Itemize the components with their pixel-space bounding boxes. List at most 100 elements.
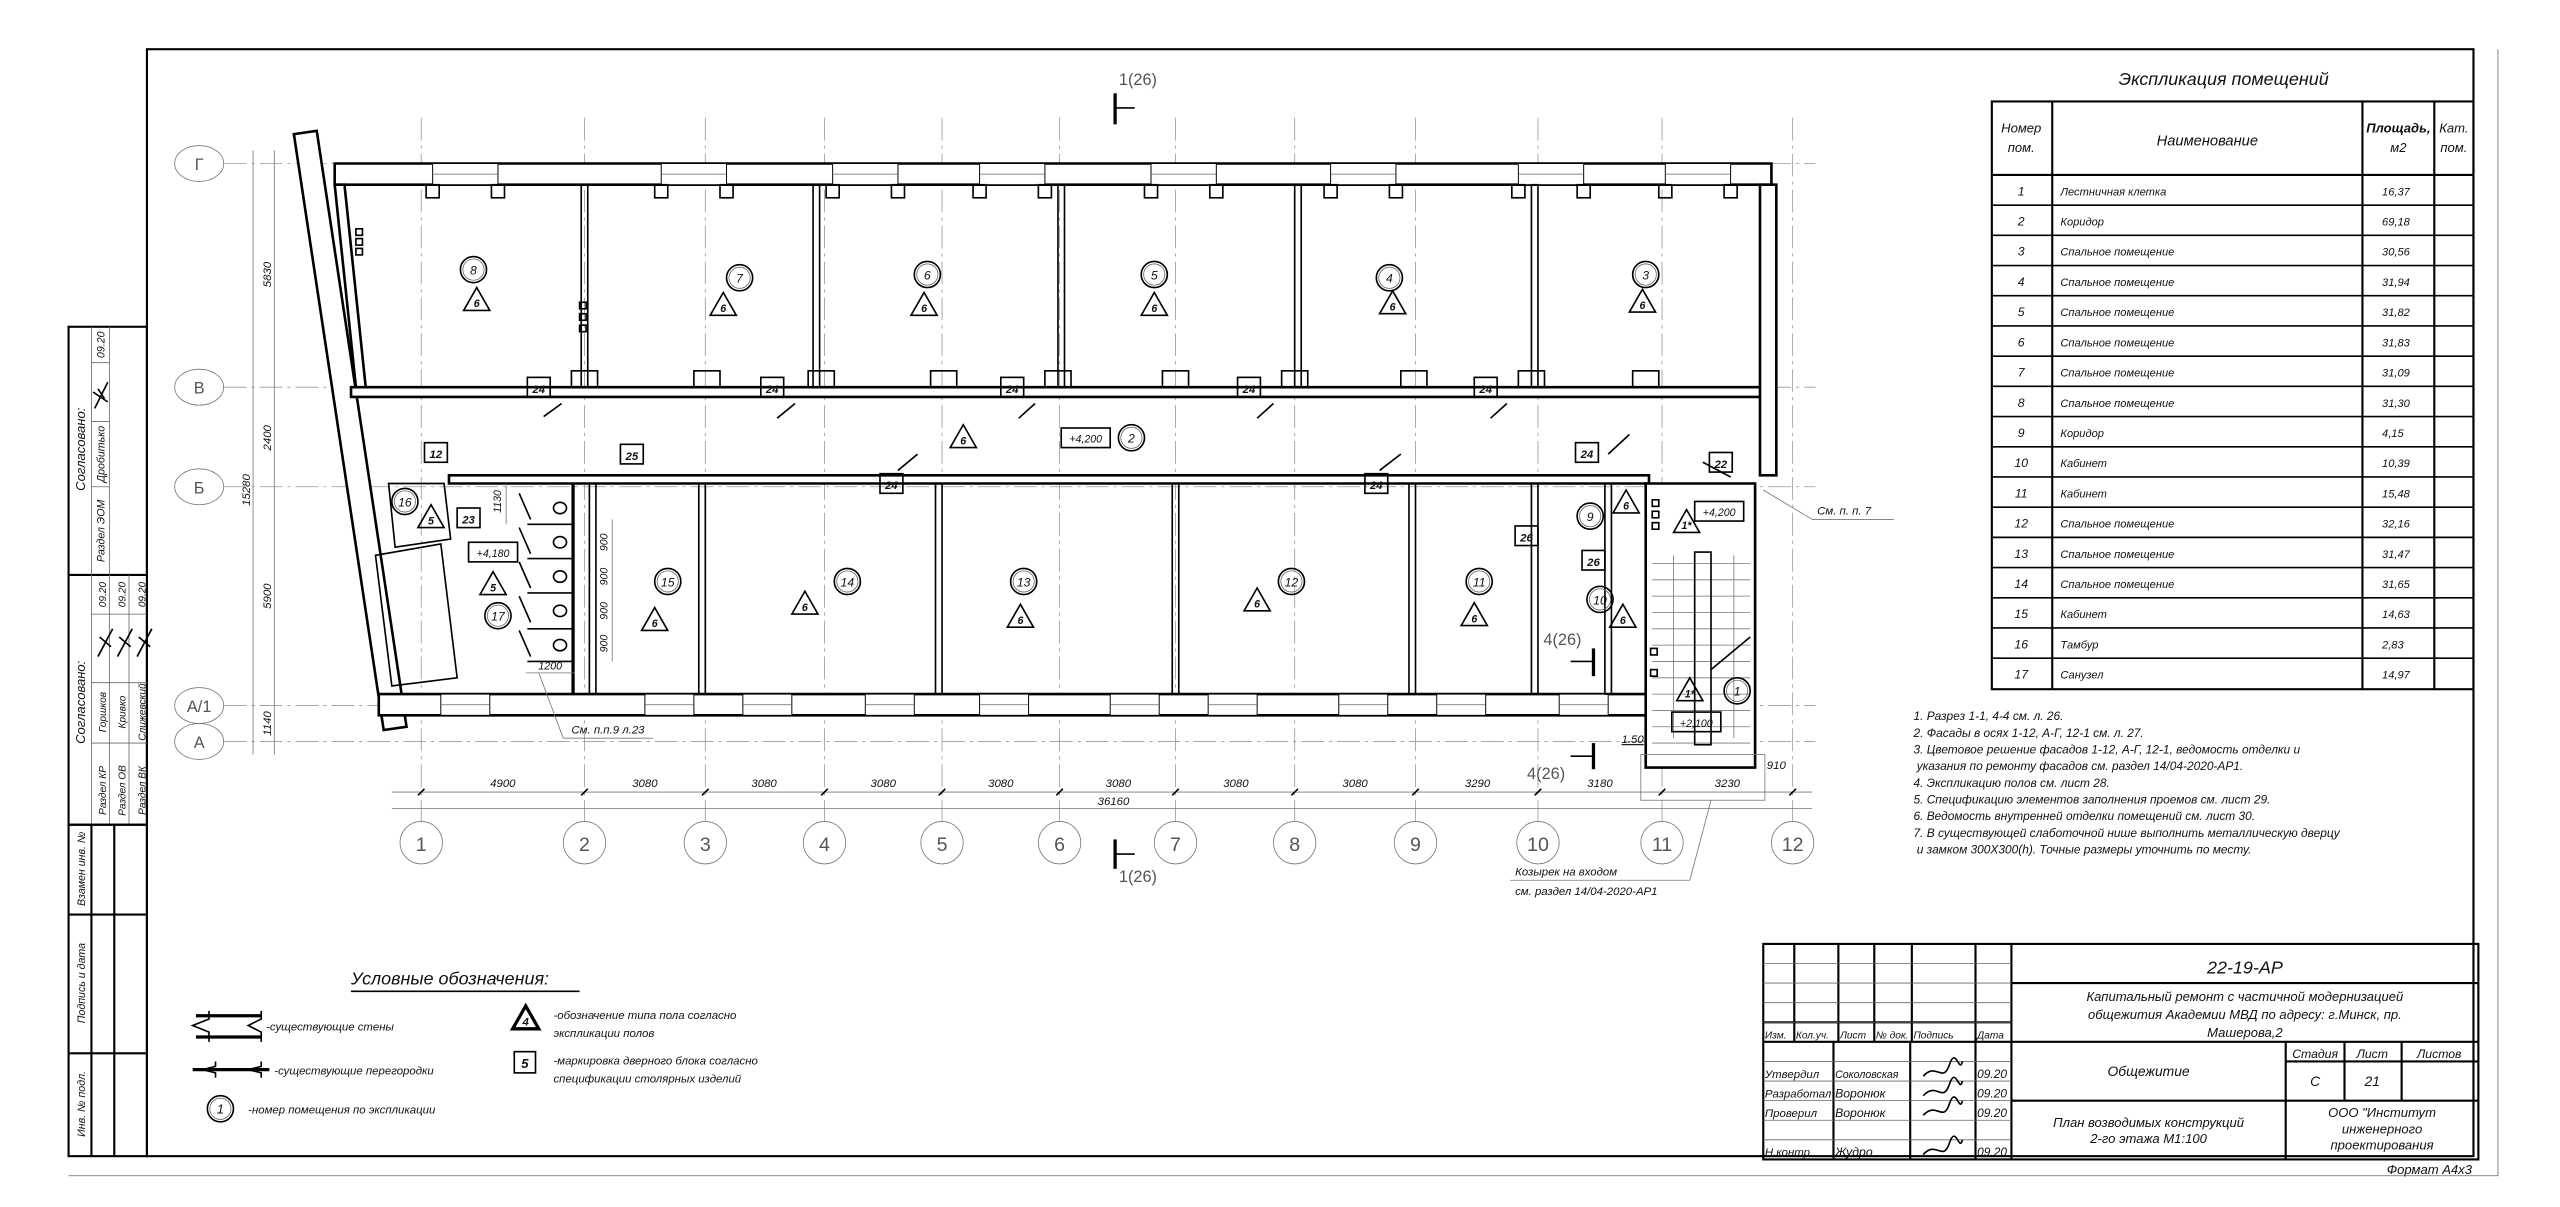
- agreed-section: Раздел ОВ: [118, 765, 129, 816]
- signature-icon: [1922, 1135, 1964, 1156]
- vent-icon: [578, 312, 587, 322]
- room-number-marker: 16: [391, 487, 419, 516]
- room-number-marker: 15: [653, 567, 682, 596]
- sheets-header: Листов: [2416, 1047, 2462, 1061]
- room-number: 1: [1734, 685, 1741, 699]
- axis-label-x: 3: [700, 834, 711, 856]
- floor-type: 6: [1390, 301, 1396, 313]
- axis-bubble: [174, 723, 225, 760]
- explication-title: Экспликация помещений: [2119, 69, 2329, 89]
- elevation-value: +4,200: [1069, 434, 1102, 446]
- door-tag: 12: [423, 441, 449, 464]
- door-tag-number: 24: [1478, 384, 1492, 396]
- partition: [1408, 482, 1417, 695]
- room-area-cell: 31,94: [2382, 277, 2410, 289]
- door-tag-number: 22: [1713, 459, 1727, 471]
- room-name-cell: Спальное помещение: [2060, 549, 2174, 561]
- partition: [588, 482, 597, 695]
- elevation-mark: +2,100: [1671, 711, 1722, 733]
- room-area-cell: 31,09: [2382, 368, 2410, 380]
- partition-symbol-icon: [192, 1061, 270, 1078]
- partition: [1604, 482, 1613, 695]
- door-tag: 25: [619, 443, 645, 465]
- room-name-cell: Санузел: [2060, 670, 2104, 682]
- agreed-section: Раздел КР: [98, 766, 109, 815]
- header-category: Кат.: [2439, 120, 2468, 135]
- room-number-marker: 1: [1723, 676, 1752, 705]
- room-number-cell: 6: [2018, 335, 2025, 349]
- door-tag-number: 25: [624, 451, 638, 463]
- legend-walls-text: -существующие стены: [266, 1021, 394, 1033]
- toilet-icon: [552, 638, 568, 652]
- room-number-marker: 2: [1117, 423, 1146, 452]
- room-name-cell: Спальное помещение: [2060, 307, 2174, 319]
- note-line: 4. Экспликацию полов см. лист 28.: [1913, 776, 2109, 790]
- toilet-icon: [552, 501, 568, 515]
- revision-header: Подпись: [1913, 1031, 1953, 1042]
- replace-inventory-label: Взамен инв. №: [76, 832, 88, 906]
- door-tag: 26: [1581, 549, 1606, 571]
- toilet-icon: [552, 604, 568, 618]
- room-name-cell: Кабинет: [2060, 609, 2107, 621]
- axis-label-x: 7: [1170, 834, 1181, 856]
- signature-icon: [136, 628, 153, 657]
- agreed-title: Согласовано:: [73, 407, 88, 491]
- project-line-3: Машерова,2: [2207, 1025, 2283, 1040]
- axis-bubble: [1273, 821, 1317, 865]
- room-name-cell: Спальное помещение: [2060, 579, 2174, 591]
- vent-icon: [355, 237, 364, 246]
- dimension-value: 5830: [262, 261, 274, 287]
- room-number-marker: 7: [725, 263, 754, 292]
- door-swing: [1256, 402, 1275, 419]
- room-area-cell: 10,39: [2382, 458, 2410, 470]
- floor-type: 6: [720, 303, 726, 315]
- room-name-cell: Спальное помещение: [2060, 368, 2174, 380]
- room-area-cell: 14,63: [2382, 609, 2411, 621]
- door-tag-number: 24: [765, 384, 779, 396]
- room-number-marker: 17: [484, 601, 512, 630]
- axis-bubble: [1037, 821, 1082, 865]
- partition: [1171, 482, 1180, 695]
- vent-icon: [1649, 668, 1658, 677]
- room-number-marker: 14: [833, 567, 862, 596]
- floor-type-marker: 6: [1608, 602, 1638, 628]
- signature-icon: [1922, 1056, 1964, 1077]
- door-tag-number: 24: [1580, 449, 1594, 461]
- legend-title: Условные обозначения:: [350, 969, 549, 989]
- axis-label-x: 10: [1527, 834, 1549, 856]
- axis-label-x: 12: [1782, 834, 1804, 856]
- room-number-marker: 10: [1586, 585, 1614, 614]
- agreed-section: Раздел ЭОМ: [95, 499, 107, 562]
- section-mark: 4(26): [1543, 631, 1581, 649]
- legend: Условные обозначения: -существующие стен…: [190, 969, 758, 1123]
- room-explication-table: Экспликация помещений Номер пом. Наимено…: [1990, 69, 2475, 691]
- organization-1: ООО "Институт: [2328, 1105, 2436, 1120]
- room-number: 3: [1642, 268, 1649, 282]
- room-name-cell: Спальное помещение: [2060, 398, 2174, 410]
- agreed-date: 09.20: [118, 582, 129, 608]
- door-tag-number: 23: [461, 515, 475, 527]
- floor-type-marker: 6: [462, 285, 492, 312]
- stair-handrail: [1693, 551, 1712, 746]
- header-area: Площадь,: [2366, 120, 2430, 135]
- room-number-cell: 5: [2018, 305, 2025, 319]
- drawing-title-2: 2-го этажа М1:100: [2089, 1131, 2207, 1146]
- room-number-marker: 13: [1009, 567, 1038, 596]
- dimension-value: 2400: [262, 424, 274, 451]
- room-name-cell: Кабинет: [2060, 488, 2107, 500]
- room-number-marker: 6: [913, 260, 942, 289]
- agreed-title: Согласовано:: [73, 660, 88, 744]
- room-number: 9: [1587, 510, 1594, 524]
- wall: [349, 385, 1773, 399]
- note-line: 7. В существующей слаботочной нише выпол…: [1913, 826, 2340, 840]
- wall: [1758, 183, 1778, 477]
- legend-door-text: -маркировка дверного блока согласно: [553, 1056, 757, 1068]
- partition: [697, 482, 707, 695]
- door-swing: [776, 402, 796, 419]
